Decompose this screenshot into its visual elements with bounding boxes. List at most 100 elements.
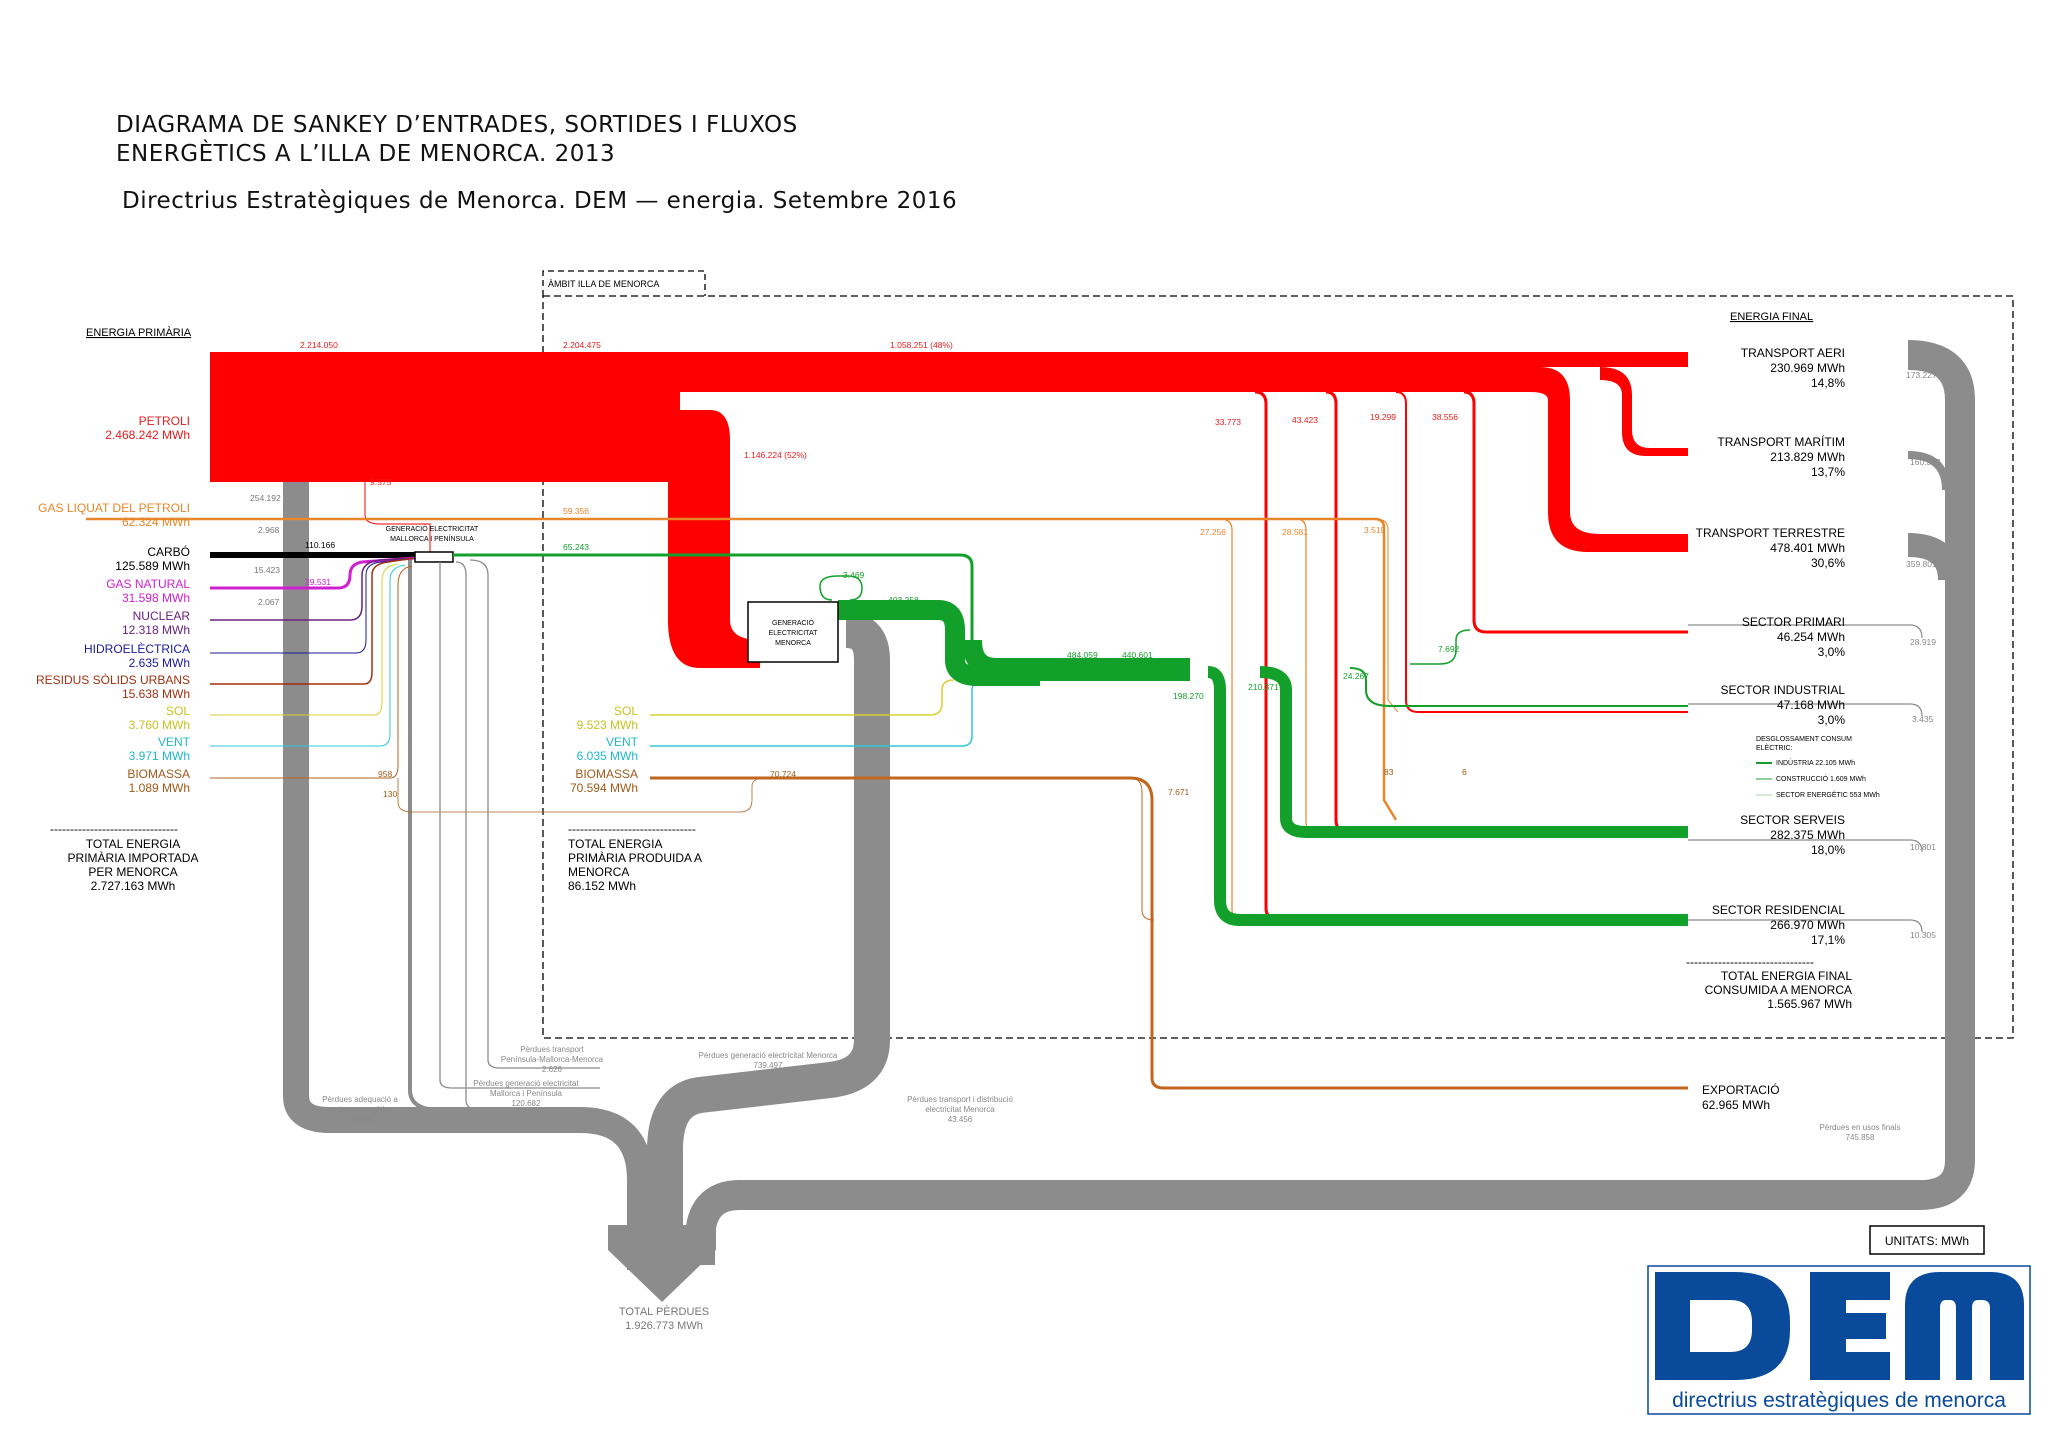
svg-text:DESGLOSSAMENT CONSUM: DESGLOSSAMENT CONSUM — [1756, 736, 1852, 743]
svg-text:46.254 MWh: 46.254 MWh — [1777, 630, 1845, 644]
svg-text:403.258: 403.258 — [888, 595, 919, 605]
svg-text:2.067: 2.067 — [258, 597, 280, 607]
svg-text:43.423: 43.423 — [1292, 415, 1318, 425]
svg-text:2.635 MWh: 2.635 MWh — [129, 656, 190, 670]
svg-text:478.401 MWh: 478.401 MWh — [1770, 541, 1845, 555]
svg-text:1.058.251 (48%): 1.058.251 (48%) — [890, 340, 953, 350]
svg-text:BIOMASSA: BIOMASSA — [575, 767, 638, 781]
input-glp: GAS LIQUAT DEL PETROLI — [38, 501, 190, 515]
output-labels: TRANSPORT AERI 230.969 MWh 14,8% TRANSPO… — [1696, 346, 1846, 947]
title-line-2: ENERGÈTICS A L’ILLA DE MENORCA. 2013 — [116, 139, 615, 167]
svg-text:------------------------------: -------------------------------- — [50, 822, 178, 836]
svg-text:SECTOR RESIDENCIAL: SECTOR RESIDENCIAL — [1712, 903, 1845, 917]
input-petroli: PETROLI — [139, 414, 190, 428]
electricity-flows — [819, 575, 1688, 926]
svg-text:Península-Mallorca-Menorca: Península-Mallorca-Menorca — [501, 1055, 604, 1064]
total-losses-arrow — [608, 1225, 716, 1302]
input-rsu: RESIDUS SÒLIDS URBANS — [36, 672, 190, 687]
svg-text:14,8%: 14,8% — [1811, 376, 1845, 390]
svg-text:10.305: 10.305 — [1910, 930, 1936, 940]
svg-text:43.456: 43.456 — [948, 1115, 973, 1124]
units-box: UNITATS: MWh — [1869, 1225, 1985, 1255]
svg-text:MENORCA: MENORCA — [568, 865, 629, 879]
svg-text:745.858: 745.858 — [1846, 1133, 1875, 1142]
input-carbo: CARBÓ — [147, 544, 190, 559]
input-vent: VENT — [158, 735, 191, 749]
svg-text:3.971 MWh: 3.971 MWh — [129, 749, 190, 763]
svg-text:SECTOR ENERGÈTIC 553 MWh: SECTOR ENERGÈTIC 553 MWh — [1776, 790, 1880, 799]
svg-text:440.601: 440.601 — [1122, 650, 1153, 660]
svg-text:62.965 MWh: 62.965 MWh — [1702, 1098, 1770, 1112]
svg-text:359.801: 359.801 — [1906, 559, 1937, 569]
svg-text:Pèrdues en usos finals: Pèrdues en usos finals — [1820, 1123, 1901, 1132]
svg-text:------------------------------: -------------------------------- — [1686, 955, 1814, 969]
input-nuclear: NUCLEAR — [133, 609, 191, 623]
svg-text:2.204.475: 2.204.475 — [563, 340, 601, 350]
svg-text:2.214.050: 2.214.050 — [300, 340, 338, 350]
loss-flows — [267, 340, 1975, 1270]
svg-text:TRANSPORT TERRESTRE: TRANSPORT TERRESTRE — [1696, 526, 1845, 540]
svg-text:10.801: 10.801 — [1910, 842, 1936, 852]
decoupling-legend: DESGLOSSAMENT CONSUM ELÈCTRIC: INDÚSTRIA… — [1756, 736, 1880, 799]
svg-text:282.375 MWh: 282.375 MWh — [1770, 828, 1845, 842]
section-final-energy: ENERGIA FINAL — [1730, 311, 1813, 323]
svg-text:electricitat Menorca: electricitat Menorca — [925, 1105, 995, 1114]
input-hidro: HIDROELÈCTRICA — [84, 641, 190, 656]
total-losses: TOTAL PÈRDUES 1.926.773 MWh — [619, 1305, 709, 1332]
svg-text:EXPORTACIÓ: EXPORTACIÓ — [1702, 1082, 1780, 1097]
section-primary-energy: ENERGIA PRIMÀRIA — [86, 326, 192, 339]
svg-text:266.970 MWh: 266.970 MWh — [1770, 918, 1845, 932]
svg-text:173.227: 173.227 — [1906, 370, 1937, 380]
svg-text:86.152 MWh: 86.152 MWh — [568, 879, 636, 893]
svg-text:MALLORCA I PENÍNSULA: MALLORCA I PENÍNSULA — [390, 534, 474, 543]
svg-text:30,6%: 30,6% — [1811, 556, 1845, 570]
svg-text:SECTOR SERVEIS: SECTOR SERVEIS — [1740, 813, 1845, 827]
subtitle: Directrius Estratègiques de Menorca. DEM… — [122, 188, 957, 214]
dem-logo: directrius estratègiques de menorca — [1647, 1265, 2031, 1415]
svg-text:958: 958 — [378, 769, 392, 779]
gen-local-label: GENERACIÓ — [772, 618, 815, 627]
svg-text:70.724: 70.724 — [770, 769, 796, 779]
svg-text:9.575: 9.575 — [370, 477, 392, 487]
input-sol: SOL — [166, 704, 190, 718]
svg-text:Mallorca i Península: Mallorca i Península — [490, 1089, 563, 1098]
export-label: EXPORTACIÓ 62.965 MWh — [1702, 1082, 1780, 1112]
svg-text:1.146.224 (52%): 1.146.224 (52%) — [744, 450, 807, 460]
svg-text:70.594 MWh: 70.594 MWh — [570, 781, 638, 795]
svg-text:62.324 MWh: 62.324 MWh — [122, 515, 190, 529]
svg-text:15.423: 15.423 — [254, 565, 280, 575]
total-produced: -------------------------------- TOTAL E… — [568, 822, 702, 893]
svg-text:213.829 MWh: 213.829 MWh — [1770, 450, 1845, 464]
svg-text:31.598 MWh: 31.598 MWh — [122, 591, 190, 605]
svg-text:TRANSPORT MARÍTIM: TRANSPORT MARÍTIM — [1717, 434, 1845, 449]
svg-text:SECTOR PRIMARI: SECTOR PRIMARI — [1742, 615, 1845, 629]
svg-text:6.035 MWh: 6.035 MWh — [577, 749, 638, 763]
ambit-label: ÀMBIT ILLA DE MENORCA — [548, 279, 659, 289]
local-input-labels: SOL 9.523 MWh VENT 6.035 MWh BIOMASSA 70… — [570, 704, 639, 795]
svg-text:17,1%: 17,1% — [1811, 933, 1845, 947]
svg-text:6: 6 — [1462, 767, 1467, 777]
svg-text:PRIMÀRIA PRODUIDA A: PRIMÀRIA PRODUIDA A — [568, 850, 702, 865]
svg-text:3.469: 3.469 — [843, 570, 865, 580]
svg-text:VENT: VENT — [606, 735, 639, 749]
svg-text:CONSTRUCCIÓ 1.609 MWh: CONSTRUCCIÓ 1.609 MWh — [1776, 774, 1866, 783]
svg-text:18,0%: 18,0% — [1811, 843, 1845, 857]
svg-text:120.682: 120.682 — [512, 1099, 541, 1108]
svg-text:3.519: 3.519 — [1364, 525, 1386, 535]
svg-text:TRANSPORT AERI: TRANSPORT AERI — [1741, 346, 1845, 360]
input-labels: PETROLI 2.468.242 MWh GAS LIQUAT DEL PET… — [36, 414, 191, 795]
svg-text:3,0%: 3,0% — [1818, 713, 1846, 727]
total-final: -------------------------------- TOTAL E… — [1686, 955, 1852, 1011]
svg-text:83: 83 — [1384, 767, 1394, 777]
svg-text:INDÚSTRIA 22.105 MWh: INDÚSTRIA 22.105 MWh — [1776, 758, 1855, 767]
svg-text:TOTAL PÈRDUES: TOTAL PÈRDUES — [619, 1305, 709, 1318]
svg-text:130: 130 — [383, 789, 397, 799]
svg-text:27.256: 27.256 — [1200, 527, 1226, 537]
svg-text:UNITATS: MWh: UNITATS: MWh — [1885, 1234, 1969, 1248]
input-biomassa: BIOMASSA — [127, 767, 190, 781]
logo-caption: directrius estratègiques de menorca — [1672, 1389, 2006, 1412]
svg-text:7.671: 7.671 — [1168, 787, 1190, 797]
svg-text:160.372: 160.372 — [1910, 457, 1941, 467]
svg-text:vectors energètics: vectors energètics — [328, 1105, 393, 1114]
